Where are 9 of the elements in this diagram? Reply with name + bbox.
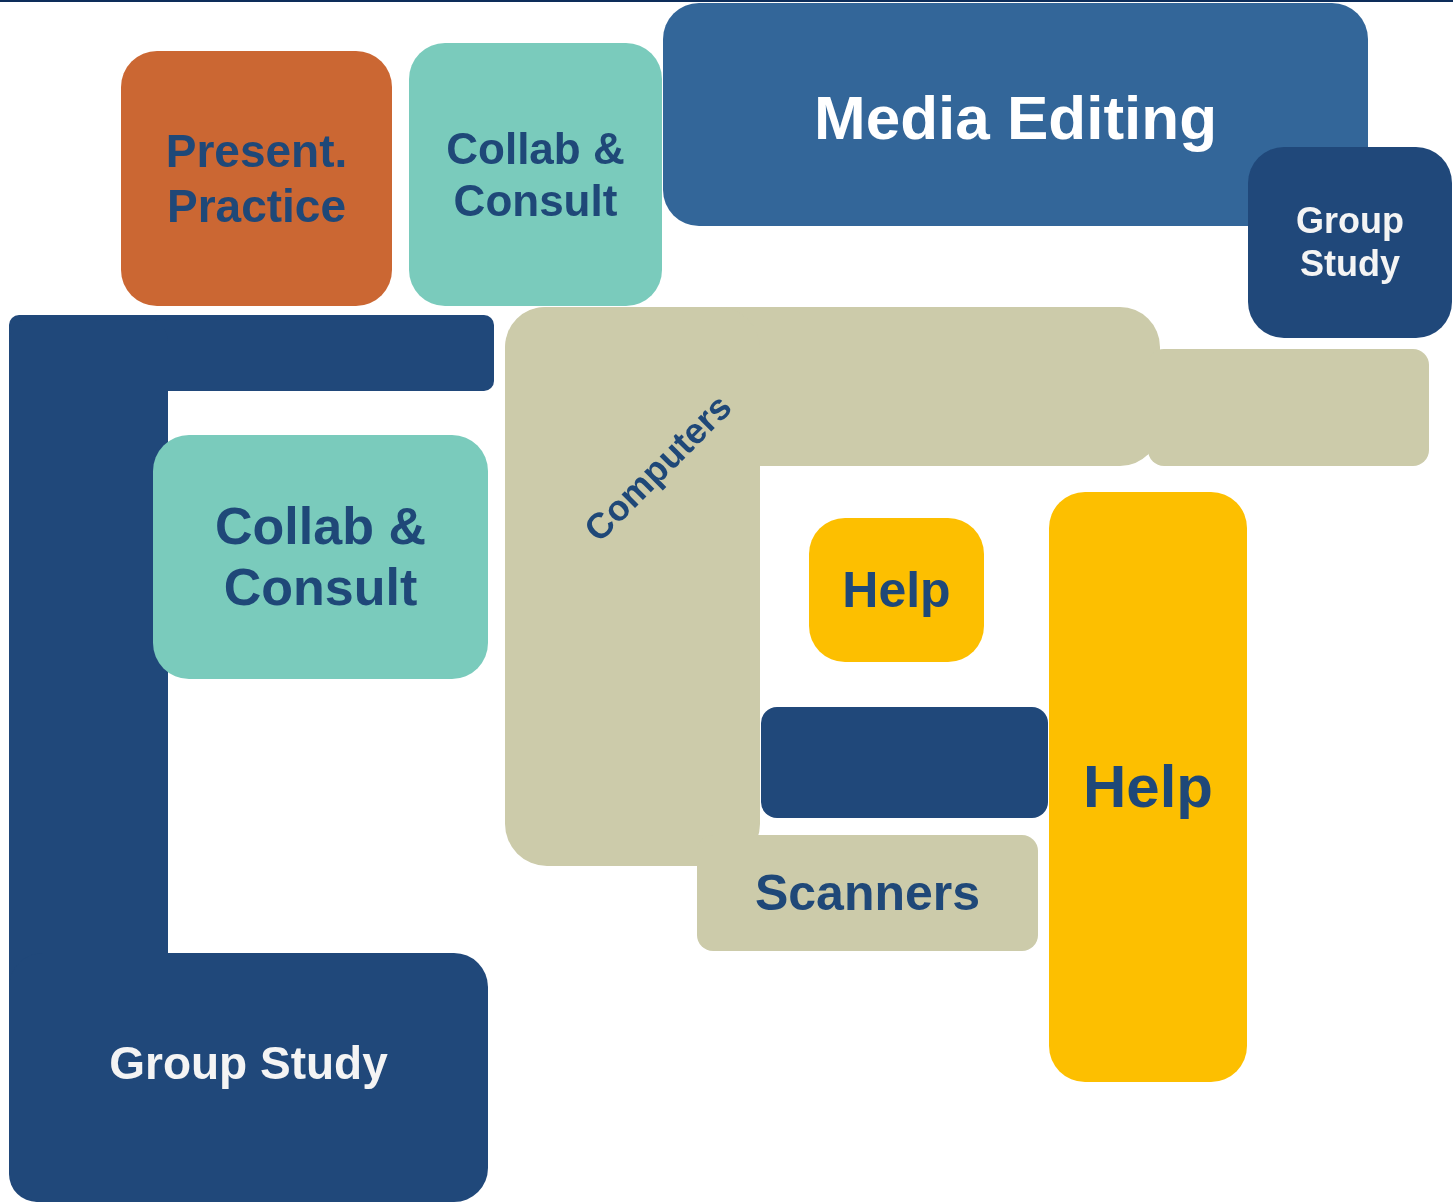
zone-label: Scanners bbox=[754, 863, 981, 923]
zone-label: Present. Practice bbox=[164, 124, 349, 233]
zone-label: Help bbox=[842, 560, 951, 620]
zone-label: Help bbox=[1083, 751, 1213, 822]
zone-label: Collab & Consult bbox=[214, 495, 427, 618]
zone-label: Collab & Consult bbox=[445, 122, 626, 227]
zone-label: Media Editing bbox=[814, 82, 1217, 155]
zone-label: Group Study bbox=[1295, 200, 1405, 285]
zone-label: Group Study bbox=[109, 1035, 388, 1091]
